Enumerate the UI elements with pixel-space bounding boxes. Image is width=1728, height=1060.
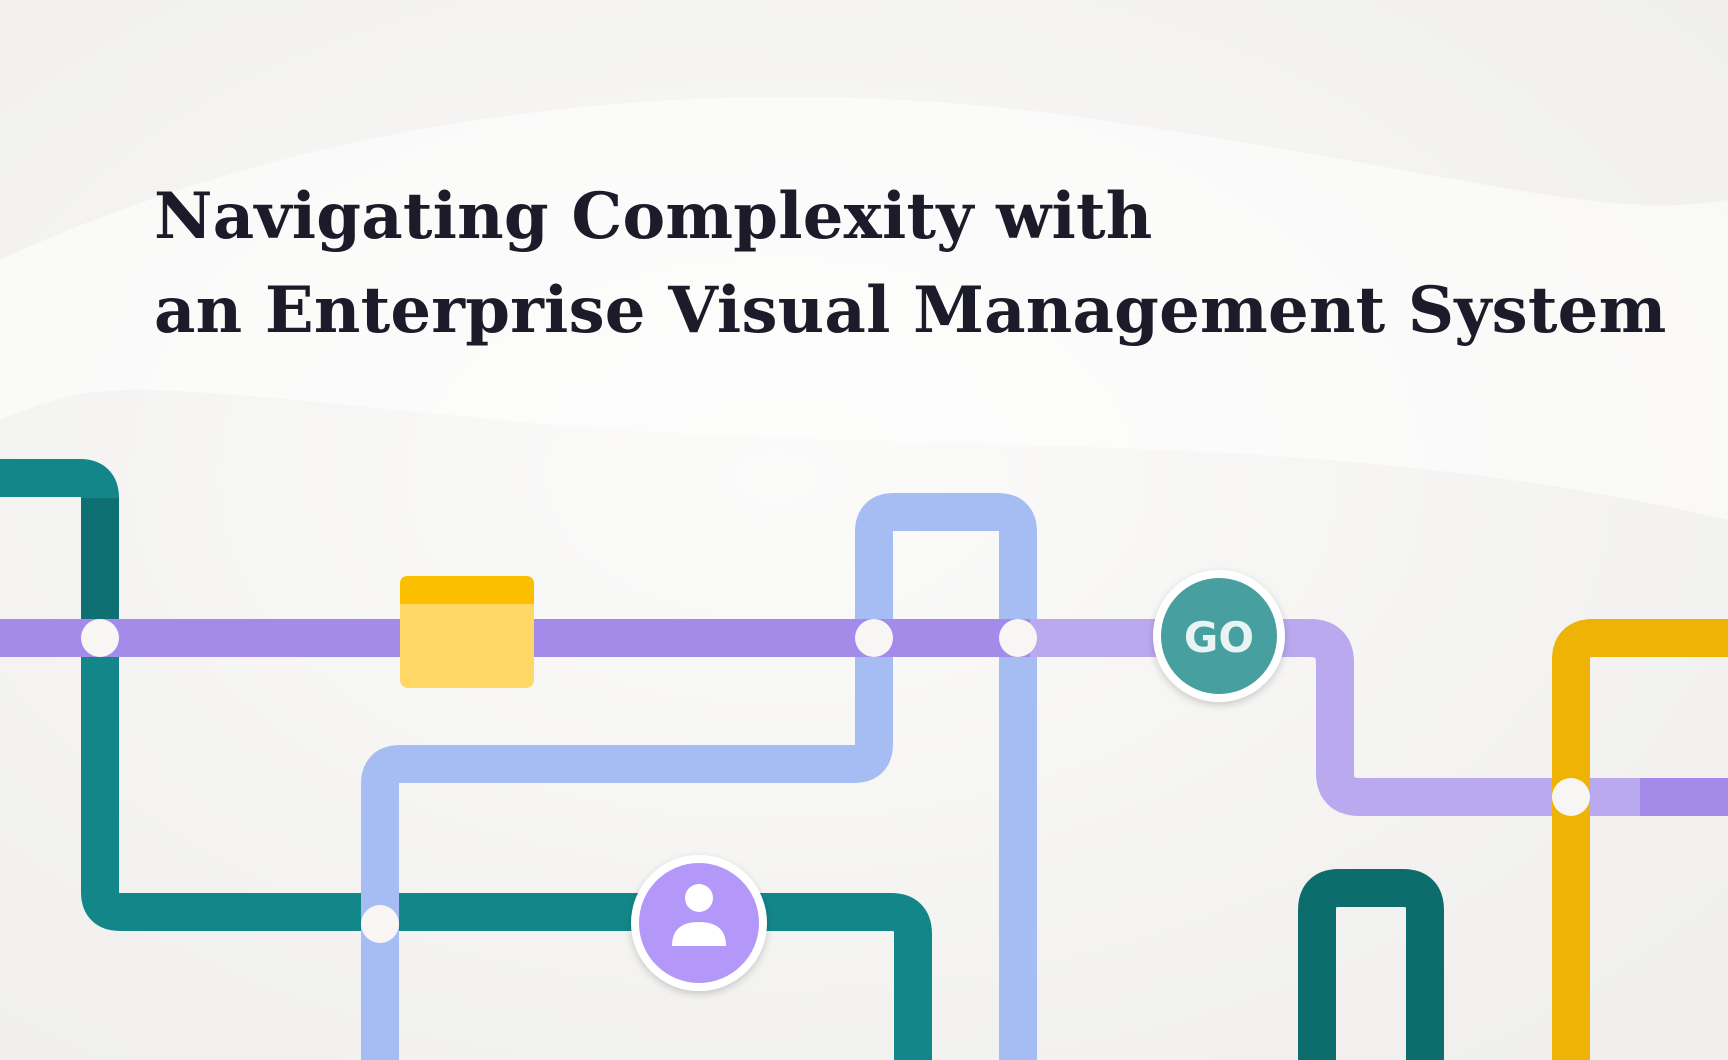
user-avatar-icon	[672, 884, 726, 946]
teal-line-right	[1298, 869, 1444, 1060]
station-node	[855, 619, 893, 657]
station-node	[81, 619, 119, 657]
yellow-line	[1552, 619, 1728, 1060]
station-node	[999, 619, 1037, 657]
folder-icon	[400, 576, 534, 688]
go-badge	[1153, 570, 1285, 702]
title-line-1: Navigating Complexity with	[154, 179, 1153, 254]
title-line-2: an Enterprise Visual Management System	[154, 273, 1667, 348]
purple-line-light	[1030, 619, 1728, 816]
station-node	[361, 905, 399, 943]
page-title: Navigating Complexity with an Enterprise…	[154, 170, 1667, 358]
teal-line-left	[0, 459, 932, 1060]
go-badge-label: GO	[1184, 613, 1254, 662]
brush-wash	[0, 96, 1728, 520]
station-node	[1552, 778, 1590, 816]
